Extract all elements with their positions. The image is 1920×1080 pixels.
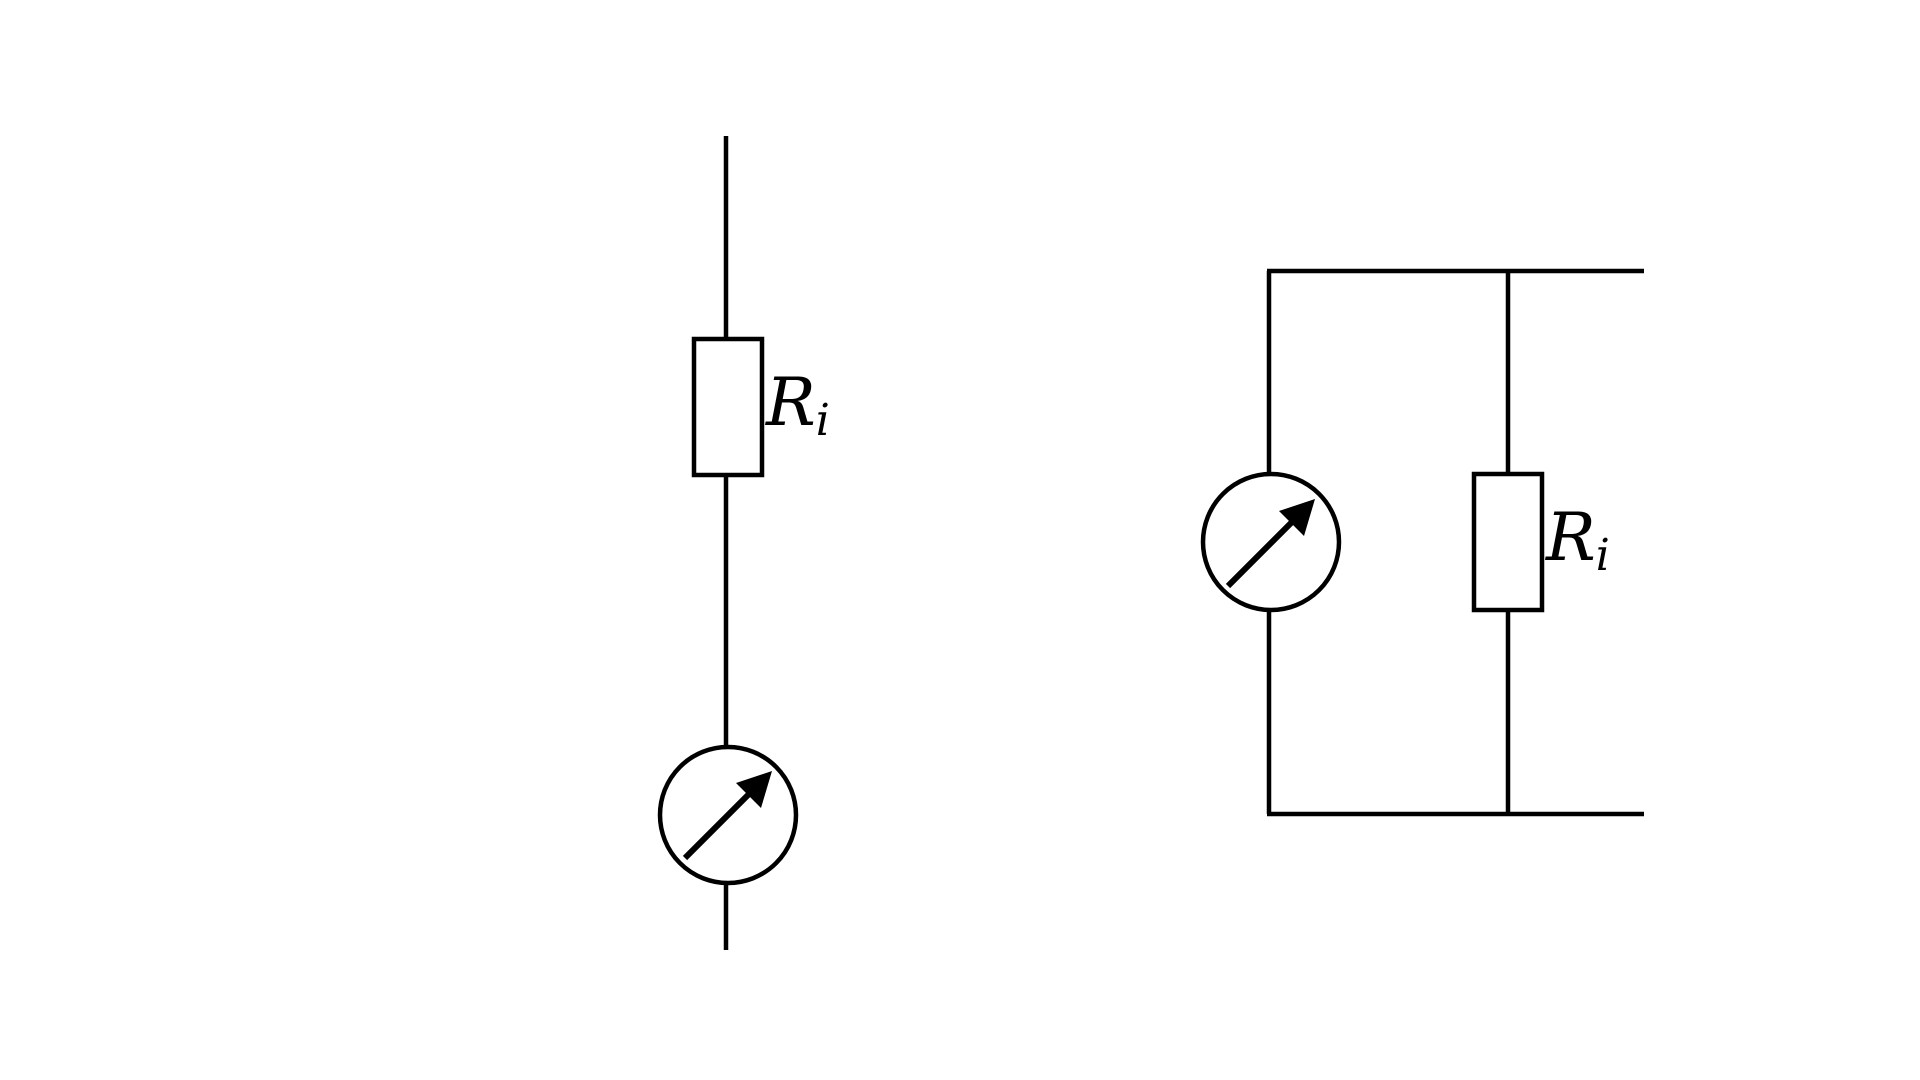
series-meter-arrowhead — [736, 771, 772, 808]
parallel-resistor-label: Ri — [1545, 499, 1610, 581]
series-meter-needle — [682, 783, 760, 861]
series-circuit: Ri — [657, 136, 830, 950]
series-resistor-label: Ri — [765, 364, 830, 446]
parallel-meter-needle — [1225, 511, 1303, 589]
parallel-circuit: Ri — [1200, 268, 1644, 817]
series-resistor-label-main: R — [765, 364, 816, 441]
parallel-meter-arrowhead — [1279, 499, 1315, 536]
series-resistor — [691, 336, 765, 478]
series-meter — [657, 744, 799, 886]
series-resistor-label-sub: i — [816, 395, 830, 446]
parallel-meter — [1200, 471, 1342, 613]
parallel-resistor-label-main: R — [1545, 499, 1596, 576]
parallel-resistor-label-sub: i — [1596, 530, 1610, 581]
parallel-resistor — [1471, 471, 1545, 613]
